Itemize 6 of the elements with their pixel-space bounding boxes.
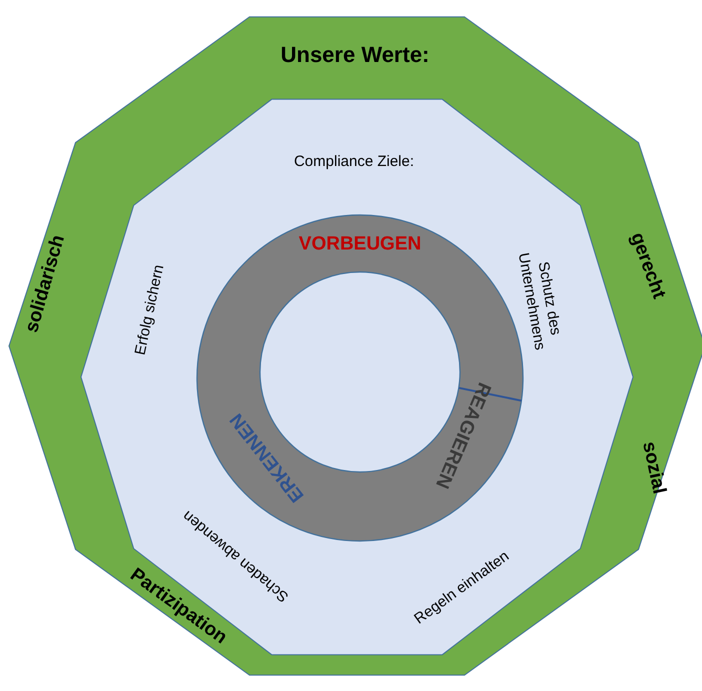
goal-label: Compliance Ziele:	[294, 153, 414, 171]
value-label: Unsere Werte:	[280, 42, 430, 68]
phase-label: VORBEUGEN	[298, 234, 422, 256]
goal-label: Schutz des Unternehmens	[514, 250, 566, 354]
value-label: sozial	[637, 440, 670, 496]
goal-label: Erfolg sichern	[132, 263, 168, 357]
